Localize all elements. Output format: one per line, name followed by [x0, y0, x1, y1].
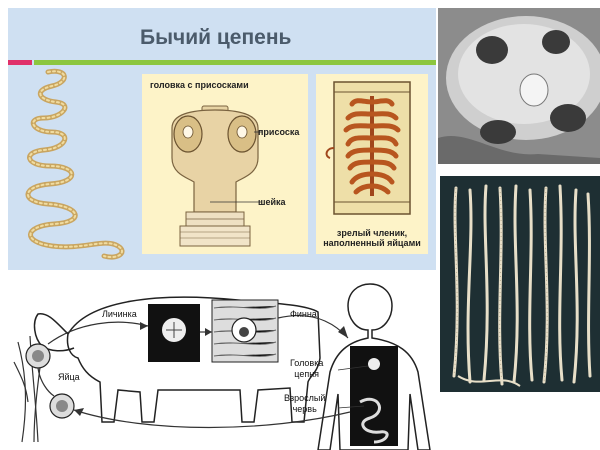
- adult-worm-label-line1: Взрослый: [284, 393, 326, 403]
- neck-label: шейка: [258, 197, 286, 207]
- segment-drawing: [325, 81, 411, 215]
- scolex-cycle-label: Головка цепня: [290, 358, 323, 380]
- tapeworm-photo-drawing: [452, 184, 592, 387]
- larva-label: Личинка: [102, 309, 137, 319]
- adult-worm-label-line2: червь: [292, 404, 317, 414]
- accent-bar-green: [34, 60, 436, 65]
- scolex-photo-drawing: [438, 8, 600, 164]
- segment-caption-line2: наполненный яйцами: [323, 238, 421, 248]
- tapeworm-photo: [440, 176, 600, 392]
- cow-outline: [66, 296, 321, 423]
- finna-label: Финна: [290, 309, 317, 319]
- tapeworm-illustration: [25, 68, 125, 260]
- sucker-label: присоска: [258, 127, 300, 137]
- scolex-cycle-label-line2: цепня: [294, 369, 320, 379]
- life-cycle-diagram: [13, 283, 431, 450]
- adult-worm-label: Взрослый червь: [284, 393, 325, 415]
- segment-caption: зрелый членик, наполненный яйцами: [318, 228, 426, 248]
- accent-bar-pink: [8, 60, 32, 65]
- scolex-drawing: [171, 105, 262, 247]
- scolex-photo: [438, 8, 600, 164]
- human-outline: [317, 283, 431, 450]
- segment-caption-line1: зрелый членик,: [336, 228, 408, 238]
- head-panel-header: головка с присосками: [150, 80, 249, 90]
- eggs-label: Яйца: [58, 372, 80, 382]
- scolex-cycle-label-line1: Головка: [290, 358, 324, 368]
- slide-title: Бычий цепень: [140, 26, 292, 49]
